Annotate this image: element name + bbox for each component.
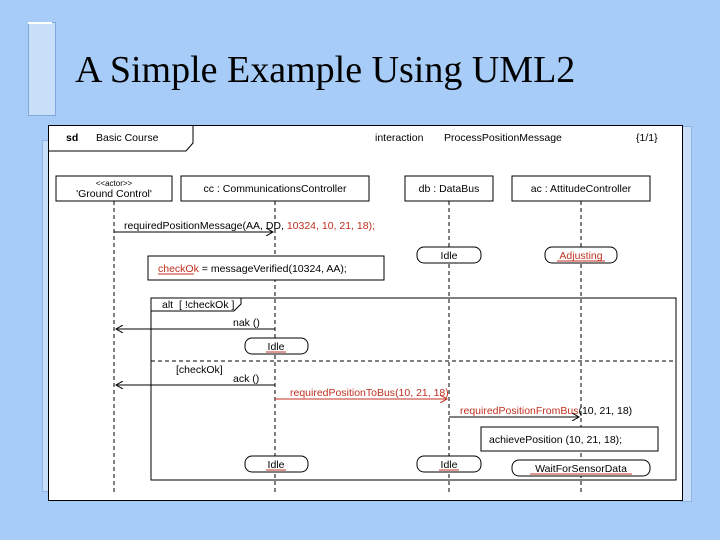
message-from-bus-label: requiredPositionFromBus(10, 21, 18) [460,405,632,417]
diagram-frame [48,125,683,501]
state-ac-wait [511,459,651,477]
slide-title: A Simple Example Using UML2 [75,49,576,91]
lifeline-head-cc [180,175,370,202]
state-ac-adjusting-label: Adjusting [559,250,602,262]
actor-name: 'Ground Control' [76,188,152,200]
action-checkok-label: checkOk = messageVerified(10324, AA); [158,263,347,275]
frame-tag: sd [66,132,78,144]
lifeline-db-name: db : DataBus [419,183,480,195]
alt-guard-2: [checkOk] [176,364,223,376]
interaction-name: ProcessPositionMessage [444,132,562,144]
state-db-idle-2 [416,455,482,473]
state-db-idle [416,246,482,264]
state-cc-idle-2 [244,455,309,473]
interaction-label: interaction [375,132,424,144]
alt-guard-1: [ !checkOk ] [179,299,235,311]
lifeline-head-db [404,175,494,202]
state-db-idle-2-label: Idle [441,459,458,471]
action-checkok [147,255,385,281]
message-ack-label: ack () [233,373,259,385]
lifeline-head-ac [511,175,651,202]
alt-operator: alt [162,299,173,311]
state-cc-idle-1 [244,337,309,355]
state-cc-idle-1-label: Idle [268,341,285,353]
lifeline-cc-name: cc : CommunicationsController [204,183,347,195]
decorative-line [28,22,52,24]
action-achieve-position [480,426,659,452]
frame-name: Basic Course [96,132,159,144]
message-to-bus-label: requiredPositionToBus(10, 21, 18) [290,387,449,399]
action-achieve-label: achievePosition (10, 21, 18); [489,434,622,446]
message-nak-label: nak () [233,317,260,329]
state-ac-wait-label: WaitForSensorData [535,463,627,475]
decorative-bar [28,22,56,116]
page-indicator: {1/1} [636,132,658,144]
sequence-diagram-canvas: sd Basic Course interaction ProcessPosit… [48,125,683,501]
message-required-label: requiredPositionMessage(AA, DD, 10324, 1… [124,220,375,232]
frame-name-tab [48,125,194,152]
state-ac-adjusting [544,246,618,264]
alt-fragment [150,297,677,481]
actor-stereotype: <<actor>> [96,179,133,188]
alt-fragment-tab [151,298,242,312]
lifeline-ac-name: ac : AttitudeController [531,183,632,195]
state-db-idle-label: Idle [441,250,458,262]
sequence-diagram: sd Basic Course interaction ProcessPosit… [48,125,683,501]
state-cc-idle-2-label: Idle [268,459,285,471]
